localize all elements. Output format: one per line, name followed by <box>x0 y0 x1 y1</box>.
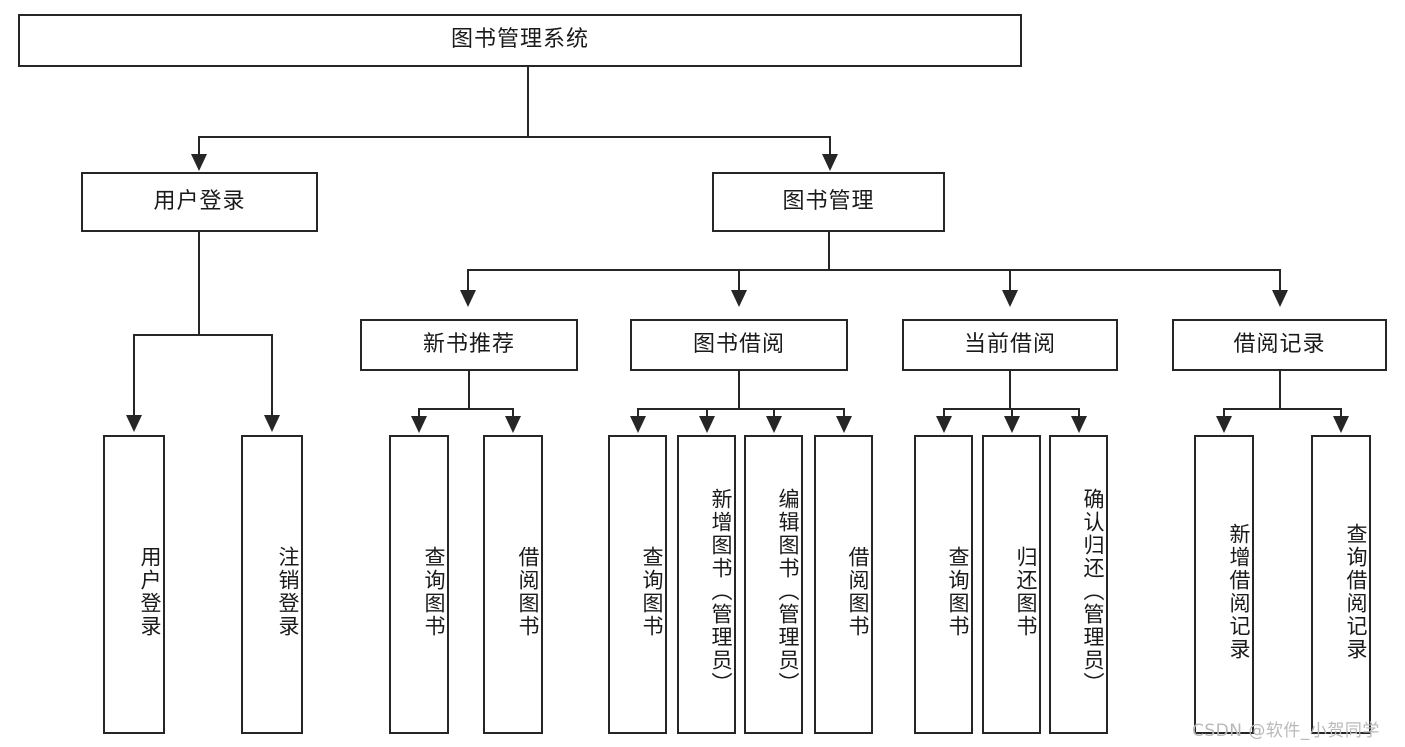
node-new-book-recommend-label: 新书推荐 <box>422 331 515 357</box>
edge-book-manage-trunk <box>828 232 830 270</box>
leaf-query-book-1[interactable]: 查询图书 <box>389 435 449 734</box>
node-user-login[interactable]: 用户登录 <box>81 172 318 232</box>
edge-bb-drop-2 <box>706 408 708 417</box>
edge-cb-drop-3 <box>1078 408 1080 417</box>
leaf-user-login[interactable]: 用户登录 <box>103 435 165 734</box>
leaf-add-book-admin-label: 新增图书（管理员） <box>709 488 733 695</box>
node-root-system[interactable]: 图书管理系统 <box>18 14 1022 67</box>
edge-user-login-drop-1 <box>133 334 135 416</box>
leaf-borrow-book-2-label: 借阅图书 <box>846 545 870 638</box>
arrow-nbr-leaf-1 <box>411 416 427 433</box>
arrow-bb-leaf-4 <box>836 416 852 433</box>
arrow-cb-leaf-1 <box>936 416 952 433</box>
leaf-query-book-1-label: 查询图书 <box>422 545 446 638</box>
edge-book-manage-drop-2 <box>738 269 740 291</box>
node-root-system-label: 图书管理系统 <box>450 27 589 53</box>
node-book-manage[interactable]: 图书管理 <box>712 172 945 232</box>
node-new-book-recommend[interactable]: 新书推荐 <box>360 319 578 371</box>
edge-br-drop-1 <box>1223 408 1225 417</box>
arrow-book-manage-child-2 <box>731 290 747 307</box>
arrow-nbr-leaf-2 <box>505 416 521 433</box>
node-book-borrow[interactable]: 图书借阅 <box>630 319 848 371</box>
csdn-watermark: CSDN @软件_小贺同学 <box>1192 721 1380 741</box>
node-user-login-label: 用户登录 <box>153 188 246 214</box>
edge-user-login-trunk <box>198 232 200 335</box>
leaf-borrow-book-1-label: 借阅图书 <box>516 545 540 638</box>
edge-book-manage-drop-4 <box>1279 269 1281 291</box>
leaf-logout-login-label: 注销登录 <box>276 545 300 638</box>
leaf-borrow-book-1[interactable]: 借阅图书 <box>483 435 543 734</box>
node-book-manage-label: 图书管理 <box>782 188 875 214</box>
node-borrow-record-label: 借阅记录 <box>1233 331 1326 357</box>
leaf-query-borrow-record-label: 查询借阅记录 <box>1344 522 1368 661</box>
edge-user-login-bar <box>133 334 273 336</box>
leaf-logout-login[interactable]: 注销登录 <box>241 435 303 734</box>
leaf-user-login-label: 用户登录 <box>138 545 162 638</box>
node-current-borrow[interactable]: 当前借阅 <box>902 319 1118 371</box>
arrow-bb-leaf-1 <box>630 416 646 433</box>
leaf-confirm-return-admin-label: 确认归还（管理员） <box>1081 488 1105 695</box>
leaf-confirm-return-admin[interactable]: 确认归还（管理员） <box>1049 435 1108 734</box>
edge-book-manage-bar <box>467 269 1281 271</box>
edge-bb-bar <box>637 408 844 410</box>
leaf-edit-book-admin-label: 编辑图书（管理员） <box>776 488 800 695</box>
leaf-add-book-admin[interactable]: 新增图书（管理员） <box>677 435 736 734</box>
leaf-add-borrow-record[interactable]: 新增借阅记录 <box>1194 435 1254 734</box>
arrow-root-to-book-manage <box>822 154 838 171</box>
edge-bb-drop-1 <box>637 408 639 417</box>
arrow-book-manage-child-4 <box>1272 290 1288 307</box>
edge-bb-drop-3 <box>773 408 775 417</box>
edge-cb-trunk <box>1009 371 1011 409</box>
arrow-book-manage-child-3 <box>1002 290 1018 307</box>
edge-root-trunk <box>527 67 529 137</box>
edge-nbr-trunk <box>468 371 470 409</box>
edge-nbr-drop-2 <box>512 408 514 417</box>
edge-user-login-drop-2 <box>271 334 273 416</box>
edge-br-trunk <box>1279 371 1281 409</box>
node-book-borrow-label: 图书借阅 <box>692 331 785 357</box>
leaf-return-book-label: 归还图书 <box>1014 545 1038 638</box>
leaf-query-borrow-record[interactable]: 查询借阅记录 <box>1311 435 1371 734</box>
edge-br-drop-2 <box>1340 408 1342 417</box>
arrow-bb-leaf-3 <box>766 416 782 433</box>
edge-bb-drop-4 <box>843 408 845 417</box>
node-borrow-record[interactable]: 借阅记录 <box>1172 319 1387 371</box>
edge-bb-trunk <box>738 371 740 409</box>
edge-nbr-drop-1 <box>418 408 420 417</box>
leaf-return-book[interactable]: 归还图书 <box>982 435 1041 734</box>
arrow-br-leaf-1 <box>1216 416 1232 433</box>
arrow-user-login-leaf-1 <box>126 415 142 432</box>
arrow-cb-leaf-3 <box>1071 416 1087 433</box>
leaf-query-book-3-label: 查询图书 <box>946 545 970 638</box>
arrow-br-leaf-2 <box>1333 416 1349 433</box>
edge-book-manage-drop-3 <box>1009 269 1011 291</box>
arrow-root-to-user-login <box>191 154 207 171</box>
edge-nbr-bar <box>418 408 514 410</box>
edge-br-bar <box>1223 408 1342 410</box>
edge-cb-drop-1 <box>943 408 945 417</box>
leaf-query-book-3[interactable]: 查询图书 <box>914 435 973 734</box>
edge-book-manage-drop-1 <box>467 269 469 291</box>
edge-root-bar <box>198 136 830 138</box>
arrow-cb-leaf-2 <box>1004 416 1020 433</box>
arrow-bb-leaf-2 <box>699 416 715 433</box>
leaf-edit-book-admin[interactable]: 编辑图书（管理员） <box>744 435 803 734</box>
leaf-query-book-2[interactable]: 查询图书 <box>608 435 667 734</box>
arrow-book-manage-child-1 <box>460 290 476 307</box>
leaf-borrow-book-2[interactable]: 借阅图书 <box>814 435 873 734</box>
node-current-borrow-label: 当前借阅 <box>963 331 1056 357</box>
edge-root-to-book-manage <box>829 136 831 155</box>
edge-root-to-user-login <box>198 136 200 155</box>
leaf-query-book-2-label: 查询图书 <box>640 545 664 638</box>
leaf-add-borrow-record-label: 新增借阅记录 <box>1227 522 1251 661</box>
edge-cb-drop-2 <box>1011 408 1013 417</box>
arrow-user-login-leaf-2 <box>264 415 280 432</box>
